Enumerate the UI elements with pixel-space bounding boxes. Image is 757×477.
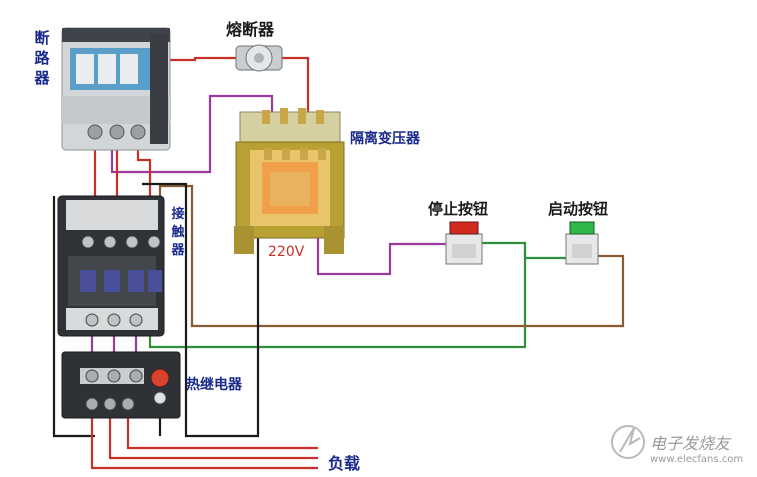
- watermark-name: 电子发烧友: [650, 434, 731, 453]
- label-breaker: 断路器: [34, 29, 50, 87]
- label-start-button: 启动按钮: [548, 200, 609, 218]
- wire-purple-breaker-transformer: [110, 94, 274, 174]
- stop-button: [445, 221, 483, 265]
- start-button: [565, 221, 599, 265]
- wire-red-breaker-fuse: [150, 56, 238, 62]
- label-fuse: 熔断器: [226, 20, 275, 39]
- label-load: 负载: [328, 454, 361, 473]
- wire-purple-transformer-stop: [316, 235, 446, 276]
- circuit-breaker: [61, 27, 171, 151]
- fuse: [235, 44, 283, 72]
- wire-red-load-2: [108, 414, 318, 460]
- wire-brown-start-contactor: [158, 184, 625, 328]
- wire-red-breaker-contactor-3: [136, 148, 152, 228]
- label-transformer: 隔离变压器: [350, 131, 420, 147]
- watermark-logo: [611, 425, 645, 459]
- label-voltage: 220V: [268, 244, 305, 260]
- thermal-relay: [61, 351, 181, 419]
- label-stop-button: 停止按钮: [428, 200, 489, 218]
- wire-red-load-3: [126, 414, 318, 450]
- label-thermal-relay: 热继电器: [186, 377, 242, 393]
- label-contactor: 接触器: [171, 207, 185, 258]
- wire-black-left-loop: [52, 196, 95, 438]
- isolation-transformer: [234, 108, 345, 254]
- watermark-url: www.elecfans.com: [650, 454, 744, 465]
- wire-green-start-contactor: [148, 250, 527, 349]
- wire-red-load-1: [90, 414, 318, 470]
- contactor: [57, 195, 165, 337]
- wire-red-fuse-transformer: [282, 56, 310, 112]
